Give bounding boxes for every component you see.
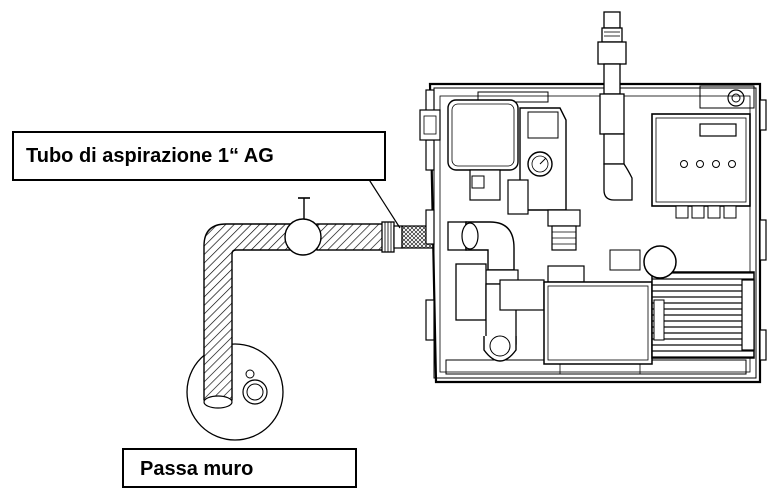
riser-pipe bbox=[597, 11, 633, 201]
wall-passage-label: Passa muro bbox=[122, 448, 357, 488]
shutoff-valve bbox=[284, 197, 322, 256]
filter-housing bbox=[455, 263, 585, 362]
callout-leader bbox=[367, 177, 401, 229]
suction-pipe bbox=[203, 223, 384, 409]
pressure-block bbox=[447, 99, 581, 251]
pump-motor bbox=[543, 245, 755, 365]
suction-pipe-label: Tubo di aspirazione 1“ AG bbox=[12, 131, 386, 181]
control-panel bbox=[651, 113, 751, 219]
wall-passage-plate bbox=[186, 343, 284, 441]
